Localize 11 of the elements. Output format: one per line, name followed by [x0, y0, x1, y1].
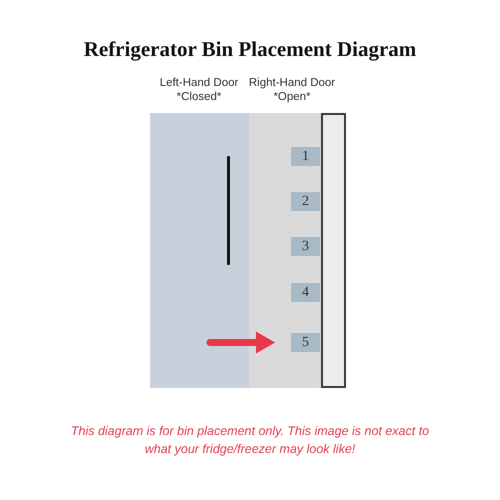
pointer-arrow: [206, 332, 275, 354]
disclaimer-note: This diagram is for bin placement only. This image is not exact to what your fridge/freezer may look like!: [70, 423, 430, 458]
door-label: Right-Hand Door *Open*: [248, 76, 336, 104]
bin-slot: 1: [291, 147, 320, 166]
bin-slot: 2: [291, 192, 320, 211]
bin-slot: 3: [291, 237, 320, 256]
open-door-edge: [321, 113, 346, 388]
bin-slot: 4: [291, 283, 320, 302]
diagram-title: Refrigerator Bin Placement Diagram: [82, 36, 418, 62]
bin-slot: 5: [291, 333, 320, 352]
door-label: Left-Hand Door *Closed*: [158, 76, 240, 104]
